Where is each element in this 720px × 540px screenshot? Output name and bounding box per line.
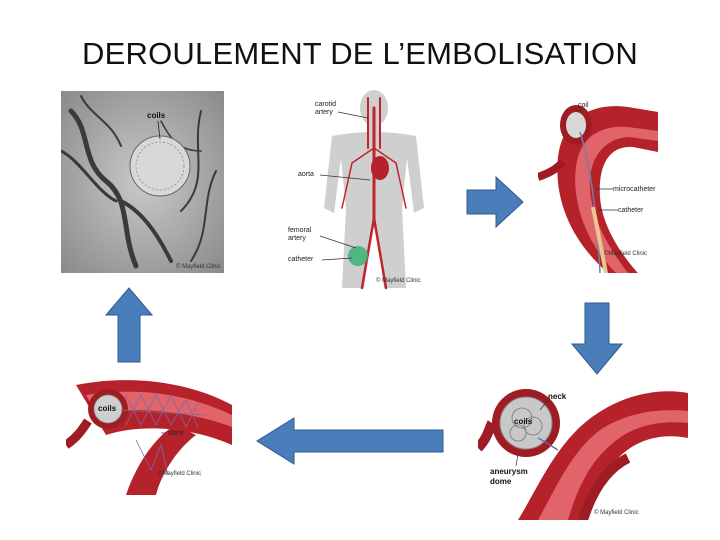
arrow-left-icon [256, 417, 444, 465]
stent-label-coils: coils [98, 404, 117, 413]
microcatheter-label-microcatheter: microcatheter [613, 186, 656, 193]
aneurysm-label-aneurysm: aneurysm [490, 467, 528, 476]
stent-copyright: ©Mayfield Clinic [158, 470, 201, 477]
aneurysm-label-coils: coils [514, 417, 533, 426]
aneurysm-label-dome: dome [490, 477, 512, 486]
body-diagram-image: carotid artery aorta femoral artery cath… [282, 88, 440, 300]
aneurysm-label-neck: neck [548, 392, 567, 401]
angiogram-image: coils © Mayfield Clinic [61, 91, 224, 273]
arrow-up-icon [105, 287, 153, 363]
body-copyright: © Mayfield Clinic [376, 277, 421, 284]
aneurysm-image: neck coils aneurysm dome © Mayfield Clin… [478, 378, 688, 520]
arrow-down-icon [571, 302, 623, 375]
stent-image: coils stent ©Mayfield Clinic [66, 365, 232, 495]
body-label-carotid-artery: artery [315, 109, 333, 116]
body-label-femoral-artery: artery [288, 235, 306, 242]
slide-title: DEROULEMENT DE L’EMBOLISATION [0, 36, 720, 72]
stent-label-stent: stent [168, 430, 183, 437]
body-label-carotid: carotid [315, 101, 336, 108]
body-label-aorta: aorta [298, 171, 314, 178]
arrow-right-icon [466, 176, 524, 228]
angiogram-label-coils: coils [147, 111, 166, 120]
angiogram-copyright: © Mayfield Clinic [176, 263, 221, 270]
body-label-catheter: catheter [288, 256, 314, 263]
microcatheter-image: coil microcatheter catheter ©Mayfield Cl… [538, 97, 658, 273]
aneurysm-copyright: © Mayfield Clinic [594, 509, 639, 516]
microcatheter-copyright: ©Mayfield Clinic [604, 250, 647, 257]
microcatheter-label-catheter: catheter [618, 207, 644, 214]
body-label-femoral: femoral [288, 227, 312, 234]
microcatheter-label-coil: coil [578, 102, 589, 109]
